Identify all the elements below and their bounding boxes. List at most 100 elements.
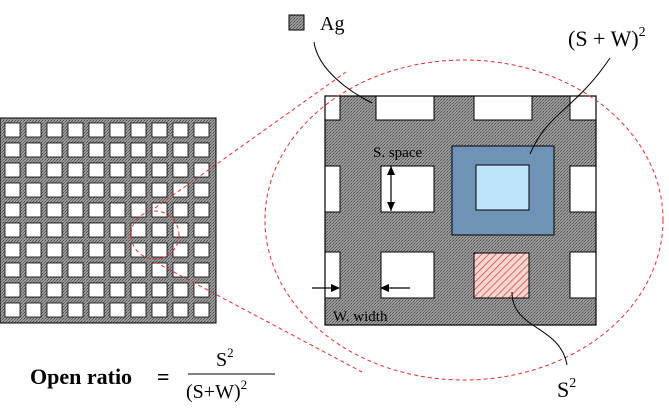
ag-legend-label: Ag (320, 13, 344, 35)
small-mesh-hole (109, 142, 126, 158)
small-mesh-hole (109, 262, 126, 278)
small-mesh-hole (25, 282, 42, 298)
small-mesh-hole (4, 222, 21, 238)
small-mesh-hole (193, 182, 210, 198)
cell-label-base: (S + W) (568, 26, 639, 51)
ag-leader-line (313, 41, 373, 104)
small-mesh-hole (46, 202, 63, 218)
small-mesh-hole (151, 202, 168, 218)
small-mesh-hole (4, 162, 21, 178)
zoom-hole (569, 165, 596, 213)
small-mesh-hole (109, 202, 126, 218)
small-mesh-hole (46, 162, 63, 178)
small-mesh-hole (46, 142, 63, 158)
small-mesh-hole (193, 222, 210, 238)
small-mesh-hole (46, 282, 63, 298)
zoom-hole (325, 165, 341, 213)
small-mesh-hole (172, 162, 189, 178)
small-mesh-hole (4, 202, 21, 218)
cell-leader-line (529, 57, 611, 155)
small-mesh-hole (67, 162, 84, 178)
small-mesh-hole (172, 282, 189, 298)
small-mesh-hole (151, 162, 168, 178)
small-mesh-hole (109, 302, 126, 318)
formula-denominator: (S+W)2 (186, 377, 247, 403)
open-ratio-label: Open ratio (30, 364, 132, 389)
small-mesh-hole (88, 242, 105, 258)
small-mesh-holes (4, 122, 210, 318)
zoom-hole (473, 96, 533, 121)
small-mesh-hole (67, 142, 84, 158)
large-zoom-circle (264, 59, 664, 381)
small-mesh-hole (25, 142, 42, 158)
small-mesh-hole (172, 262, 189, 278)
small-mesh-hole (193, 142, 210, 158)
small-mesh (0, 117, 217, 324)
small-mesh-hole (88, 122, 105, 138)
small-mesh-hole (88, 302, 105, 318)
small-mesh-hole (172, 202, 189, 218)
small-mesh-hole (130, 302, 147, 318)
cell-label: (S + W)2 (568, 25, 646, 51)
small-mesh-hole (109, 282, 126, 298)
zoom-hole (569, 251, 596, 299)
small-mesh-hole (109, 162, 126, 178)
small-mesh-hole (46, 302, 63, 318)
zoom-hole (380, 251, 435, 299)
small-mesh-hole (25, 122, 42, 138)
small-mesh-hole (88, 182, 105, 198)
small-mesh-hole (4, 262, 21, 278)
small-mesh-hole (130, 142, 147, 158)
zoom-hole (375, 96, 435, 121)
open-ratio-formula: Open ratio = S2 (S+W)2 (30, 345, 275, 403)
small-mesh-hole (151, 242, 168, 258)
small-mesh-hole (4, 182, 21, 198)
small-mesh-hole (4, 282, 21, 298)
s-squared-base: S (557, 377, 569, 402)
open-ratio-equals: = (157, 364, 170, 389)
width-dimension-arrows (312, 284, 410, 292)
small-zoom-circle (130, 210, 180, 260)
small-mesh-hole (109, 122, 126, 138)
small-mesh-hole (130, 262, 147, 278)
small-mesh-hole (109, 182, 126, 198)
small-mesh-hole (25, 182, 42, 198)
small-mesh-hole (109, 222, 126, 238)
small-mesh-hole (172, 302, 189, 318)
space-label: S. space (373, 145, 422, 161)
zoom-hole (325, 251, 341, 299)
small-mesh-hole (67, 202, 84, 218)
small-mesh-hole (172, 222, 189, 238)
s-squared-hatched-opening (473, 252, 530, 299)
small-mesh-hole (193, 242, 210, 258)
small-mesh-hole (67, 282, 84, 298)
s-squared-exp: 2 (569, 376, 576, 391)
small-mesh-hole (88, 202, 105, 218)
small-mesh-hole (172, 142, 189, 158)
small-mesh-hole (130, 162, 147, 178)
small-mesh-hole (46, 182, 63, 198)
unit-cell-opening (475, 164, 530, 211)
zoom-hole (569, 96, 596, 121)
small-mesh-hole (193, 202, 210, 218)
cell-label-exp: 2 (639, 25, 646, 40)
small-mesh-hole (25, 222, 42, 238)
small-mesh-hole (130, 122, 147, 138)
small-mesh-hole (4, 302, 21, 318)
small-mesh-hole (46, 262, 63, 278)
small-mesh-hole (46, 242, 63, 258)
width-label: W. width (333, 309, 388, 325)
small-mesh-hole (67, 302, 84, 318)
small-mesh-hole (25, 162, 42, 178)
small-mesh-hole (193, 122, 210, 138)
formula-numerator: S2 (216, 345, 234, 371)
small-mesh-hole (67, 242, 84, 258)
small-mesh-hole (151, 282, 168, 298)
ag-legend-swatch (288, 14, 305, 31)
small-mesh-hole (130, 182, 147, 198)
small-mesh-hole (46, 122, 63, 138)
zoomed-mesh (324, 95, 597, 326)
small-mesh-hole (172, 122, 189, 138)
small-mesh-hole (151, 142, 168, 158)
